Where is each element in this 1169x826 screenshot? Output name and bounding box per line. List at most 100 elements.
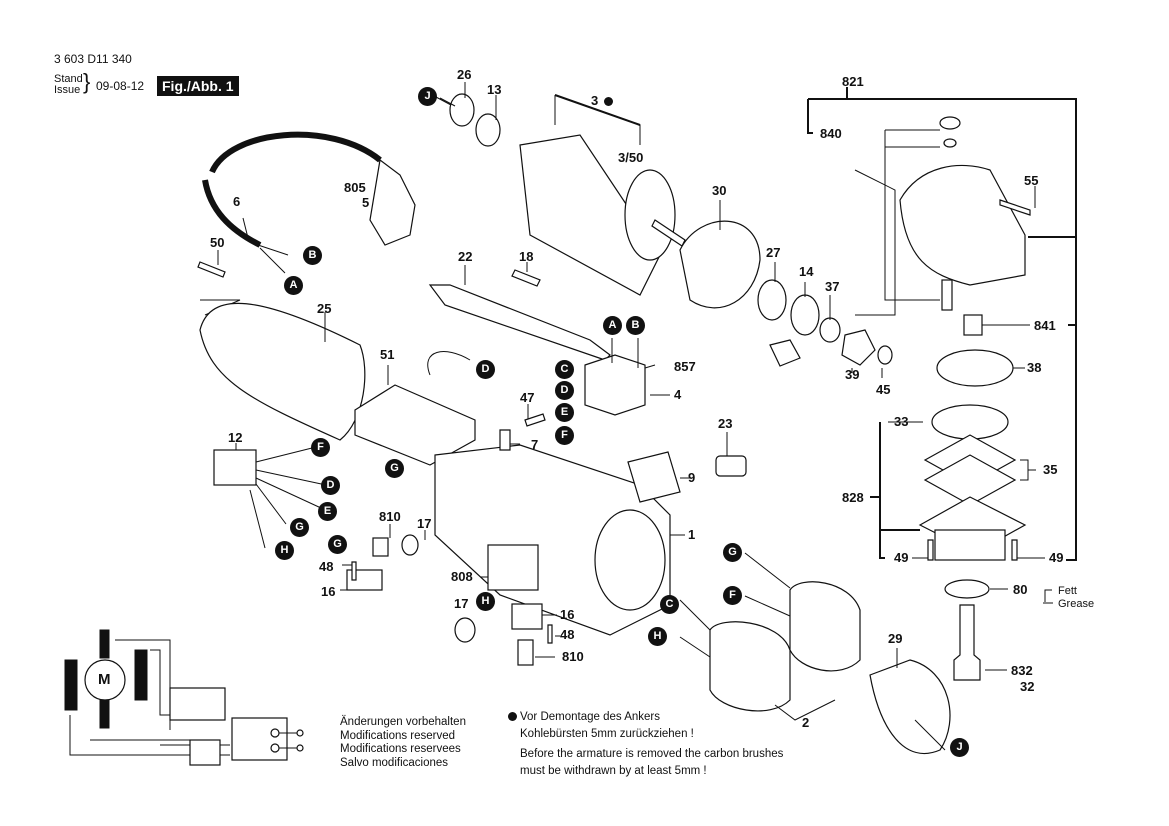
switch-4 [584,354,646,416]
part-label-22: 22 [458,249,473,264]
part-label-23: 23 [718,416,733,431]
field-coil-b [789,581,861,672]
part-label-27: 27 [766,245,781,260]
part-label-30: 30 [712,183,727,198]
screw-47 [524,413,546,427]
armature [519,134,661,296]
power-cord-lower [202,179,262,248]
flange-body [934,529,1006,561]
connector-marker-c-field: C [660,595,679,614]
part-label-4: 4 [674,387,682,402]
armature-note-line1: Vor Demontage des Ankers [508,709,783,726]
capacitor-box-51 [354,384,476,466]
connector-marker-j-guard: J [950,738,969,757]
brush-810a [372,537,389,557]
sleeve-841 [963,314,983,336]
nut-45 [877,345,893,365]
cap-840 [939,116,961,130]
part-label-47: 47 [520,390,535,405]
connector-marker-f-switch: F [555,426,574,445]
bullet-dot-icon [508,712,517,721]
part-label-2: 2 [802,715,810,730]
bearing-26 [449,93,475,127]
part-label-17-top: 17 [417,516,432,531]
connector-marker-j-top: J [418,87,437,106]
connector-marker-g-field: G [723,543,742,562]
part-label-49-left: 49 [894,550,909,565]
part-number: 3 603 D11 340 [54,52,132,66]
part-label-25: 25 [317,301,332,316]
spring-17a [401,534,419,556]
pinion-39 [841,329,876,366]
housing-opening [594,509,666,611]
switch-lever-22 [428,284,611,361]
part-label-17-bottom: 17 [454,596,469,611]
part-label-857: 857 [674,359,696,374]
part-label-805: 805 [344,180,366,195]
bracket-828 [870,422,920,559]
part-label-48-bottom: 48 [560,627,575,642]
label-808 [487,544,539,591]
modifications-note-fr: Modifications reservees [340,743,461,755]
part-label-51: 51 [380,347,395,362]
part-label-3: 3 [591,93,599,108]
issue-label: Issue [54,84,81,96]
screw-55 [999,199,1031,216]
part-label-5: 5 [362,195,370,210]
part-label-810-bottom: 810 [562,649,584,664]
part-label-821: 821 [842,74,864,89]
spindle-832 [953,604,981,681]
part-label-14: 14 [799,264,814,279]
plate-9 [627,451,681,503]
part-label-29: 29 [888,631,903,646]
screw-48a [351,561,357,581]
electronic-module-12 [213,449,257,486]
connector-marker-h-brush: H [476,592,495,611]
motor-symbol-label: M [98,671,111,688]
part-label-48-top: 48 [319,559,334,574]
screw-49a [927,539,934,561]
small-bearing [769,339,801,367]
gear-head-840 [899,164,1026,286]
spring-840 [943,138,957,148]
connector-marker-h-module: H [275,541,294,560]
screw-48b [547,624,553,644]
part-label-33: 33 [894,414,909,429]
bearing-27 [757,279,787,321]
part-label-35: 35 [1043,462,1058,477]
connector-marker-c-switch: C [555,360,574,379]
screw-49b [1011,539,1018,561]
brush-810b [517,639,534,666]
motor-housing-25 [199,302,366,441]
grease-note-en: Grease [1058,598,1095,610]
plug [369,158,416,246]
bevel-gear-38 [936,349,1014,387]
connector-marker-h-field: H [648,627,667,646]
brush-holder-16b [511,603,543,630]
part-label-9: 9 [688,470,696,485]
part-label-7: 7 [531,437,539,452]
washer-37 [819,317,841,343]
part-label-39: 39 [845,367,860,382]
part-label-16-bottom: 16 [560,607,575,622]
part-label-13: 13 [487,82,502,97]
part-label-12: 12 [228,430,243,445]
part-label-828: 828 [842,490,864,505]
part-label-45: 45 [876,382,891,397]
field-coil-a [709,621,791,712]
connector-marker-d-switch: D [555,381,574,400]
connector-marker-g-brush: G [328,535,347,554]
part-label-37: 37 [825,279,840,294]
issue-date: 09-08-12 [96,79,145,93]
modifications-note-de: Änderungen vorbehalten [340,716,466,728]
spring-18 [511,269,541,287]
bracket-821 [807,87,1077,561]
part-label-840: 840 [820,126,842,141]
part-label-6: 6 [233,194,241,209]
part-label-841: 841 [1034,318,1056,333]
part-label-49-right: 49 [1049,550,1064,565]
grease-note: Fett Grease [1058,585,1094,611]
part-label-26: 26 [457,67,472,82]
modifications-note-en: Modifications reserved [340,729,456,742]
